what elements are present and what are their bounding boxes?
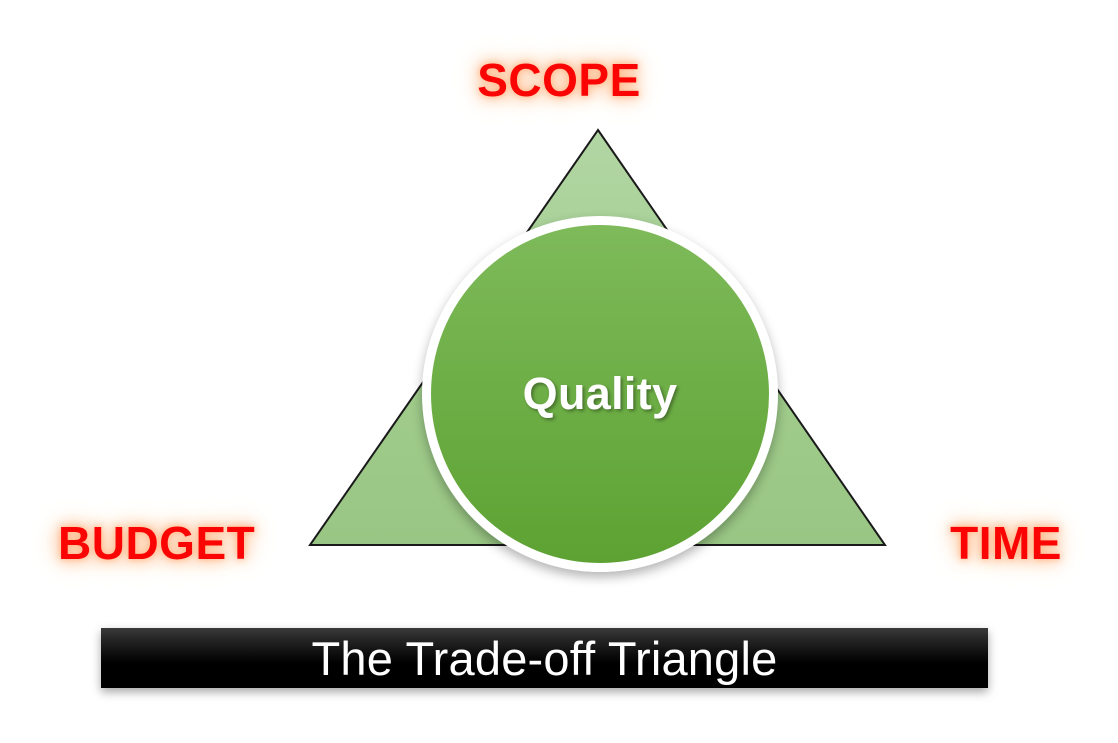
banner-title-text: The Trade-off Triangle bbox=[311, 631, 778, 685]
title-banner: The Trade-off Triangle bbox=[101, 628, 988, 688]
corner-label-scope: SCOPE bbox=[477, 54, 641, 106]
corner-label-time: TIME bbox=[950, 517, 1062, 569]
quality-circle: Quality bbox=[422, 216, 778, 572]
corner-label-budget: BUDGET bbox=[58, 517, 256, 569]
quality-label: Quality bbox=[522, 368, 678, 419]
